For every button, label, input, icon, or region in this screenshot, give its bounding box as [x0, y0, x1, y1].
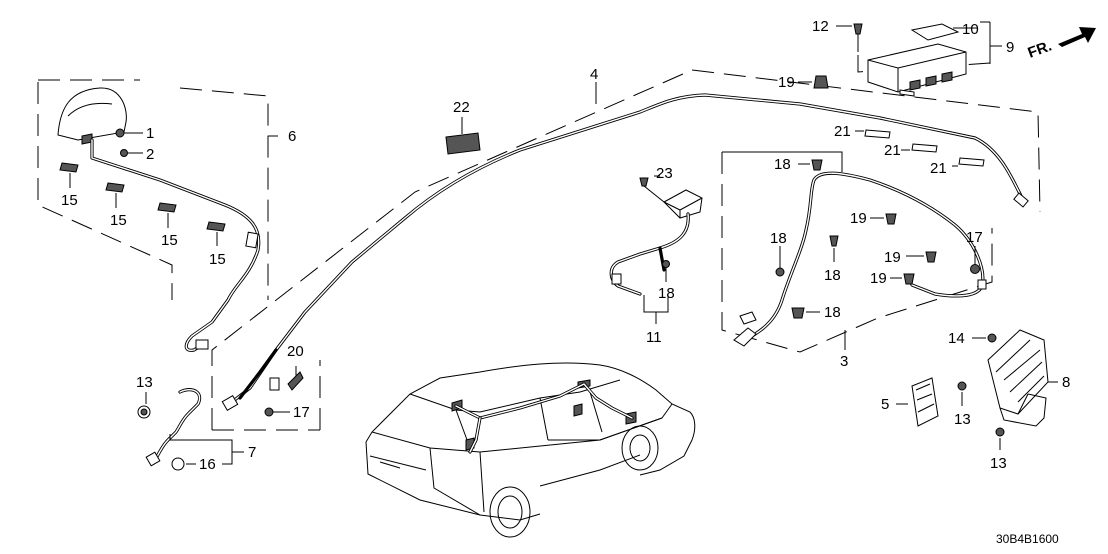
antenna-assembly-group: 1 2 6 15 15 15 15 — [37, 79, 296, 352]
callout-19a: 19 — [778, 74, 795, 91]
callout-10: 10 — [962, 21, 979, 38]
callout-6: 6 — [288, 128, 296, 145]
callout-17a: 17 — [293, 404, 310, 421]
callout-15d: 15 — [209, 251, 226, 268]
shark-fin-antenna-icon — [57, 87, 127, 141]
callout-21c: 21 — [930, 160, 947, 177]
callout-22: 22 — [453, 99, 470, 116]
callout-9: 9 — [1006, 39, 1014, 56]
callout-23: 23 — [656, 165, 673, 182]
callout-7: 7 — [248, 444, 256, 461]
callout-18e: 18 — [824, 304, 841, 321]
callout-13c: 13 — [990, 455, 1007, 472]
callout-2: 2 — [146, 146, 154, 163]
callout-18b: 18 — [774, 156, 791, 173]
module-bracket-group: 5 14 13 13 8 — [881, 329, 1070, 472]
callout-15c: 15 — [161, 232, 178, 249]
callout-17b: 17 — [966, 229, 983, 246]
feeder-cable-group: 4 20 17 21 21 21 19 — [211, 66, 1041, 431]
direction-arrow-icon — [1058, 27, 1096, 47]
callout-21a: 21 — [834, 123, 851, 140]
callout-8: 8 — [1062, 374, 1070, 391]
callout-5: 5 — [881, 396, 889, 413]
callout-19b: 19 — [850, 210, 867, 227]
control-unit-group: 12 10 9 — [812, 18, 1014, 97]
callout-20: 20 — [287, 343, 304, 360]
pad-part: 22 — [445, 99, 481, 155]
callout-1: 1 — [146, 125, 154, 142]
callout-21b: 21 — [884, 142, 901, 159]
callout-18c: 18 — [770, 230, 787, 247]
callout-18a: 18 — [658, 285, 675, 302]
direction-indicator: FR. — [1026, 27, 1096, 62]
callout-18d: 18 — [824, 267, 841, 284]
callout-12: 12 — [812, 18, 829, 35]
callout-3: 3 — [840, 353, 848, 370]
callout-19d: 19 — [870, 270, 887, 287]
sub-harness-group: 13 16 7 — [136, 374, 256, 473]
side-cable-group: 18 18 18 18 19 19 19 17 3 — [721, 151, 993, 370]
callout-19c: 19 — [884, 249, 901, 266]
reference-code: 30B4B1600 — [996, 532, 1059, 546]
callout-13a: 13 — [136, 374, 153, 391]
callout-4: 4 — [590, 66, 598, 83]
callout-15a: 15 — [61, 192, 78, 209]
sensor-harness-group: 23 18 11 — [609, 165, 703, 346]
direction-label: FR. — [1026, 38, 1055, 62]
callout-11: 11 — [646, 329, 662, 346]
callout-14: 14 — [948, 330, 965, 347]
callout-15b: 15 — [110, 212, 127, 229]
control-unit-icon — [867, 43, 967, 97]
vehicle-outline-icon — [365, 362, 696, 538]
callout-16: 16 — [199, 456, 216, 473]
callout-13b: 13 — [954, 411, 971, 428]
